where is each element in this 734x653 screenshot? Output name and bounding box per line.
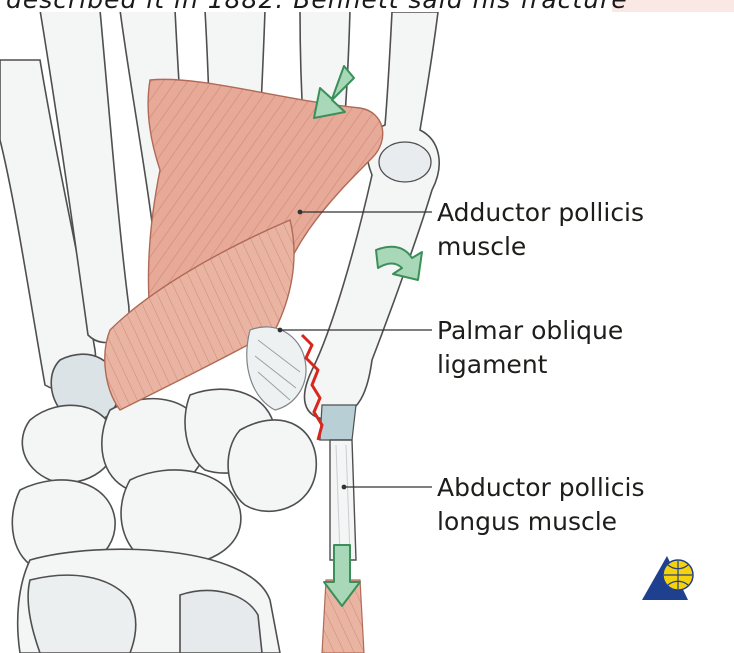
- publisher-logo-icon: [642, 556, 693, 600]
- label-line: Abductor pollicis: [437, 471, 644, 505]
- forearm-bones: [18, 549, 280, 653]
- label-abductor-pollicis-longus: Abductor pollicis longus muscle: [437, 471, 644, 539]
- label-line: Palmar oblique: [437, 314, 623, 348]
- caption-strip: described it in 1882. Bennett said his f…: [0, 0, 734, 12]
- caption-text: described it in 1882. Bennett said his f…: [6, 0, 628, 12]
- label-adductor-pollicis: Adductor pollicis muscle: [437, 196, 644, 264]
- palmar-oblique-ligament: [247, 327, 306, 410]
- label-line: longus muscle: [437, 505, 644, 539]
- label-line: ligament: [437, 348, 623, 382]
- label-line: muscle: [437, 230, 644, 264]
- label-palmar-oblique-ligament: Palmar oblique ligament: [437, 314, 623, 382]
- label-line: Adductor pollicis: [437, 196, 644, 230]
- caption-highlight: [612, 0, 734, 12]
- leader-dot: [342, 485, 347, 490]
- leader-dot: [278, 328, 283, 333]
- leader-dot: [298, 210, 303, 215]
